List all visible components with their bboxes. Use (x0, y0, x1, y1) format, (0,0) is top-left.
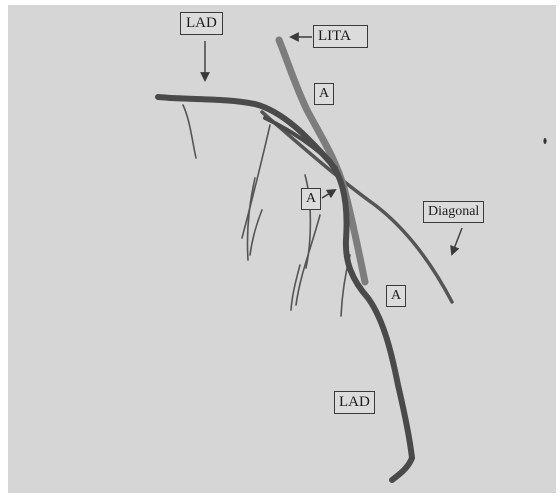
anastomosis-label-1: A (314, 83, 334, 105)
film-speck (543, 138, 546, 144)
diagonal-label: Diagonal (423, 201, 484, 223)
lad-top-label: LAD (180, 12, 223, 35)
film-background (8, 5, 556, 493)
lita-label: LITA (313, 25, 368, 48)
film-border-left (0, 0, 8, 497)
anastomosis-label-2: A (301, 188, 321, 210)
lad-bottom-label: LAD (334, 391, 375, 414)
anastomosis-label-3: A (386, 285, 406, 307)
